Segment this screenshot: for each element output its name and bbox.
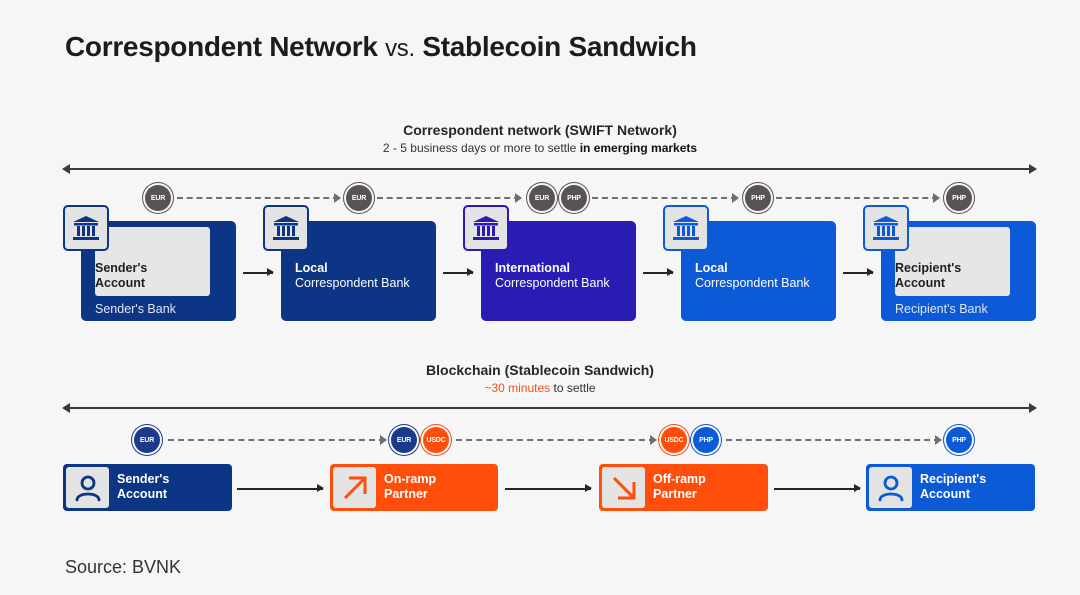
swift-timeline-arrow	[62, 164, 1037, 174]
node-label-line2: Account	[117, 487, 167, 501]
account-label-line2: Account	[95, 276, 145, 290]
node-label-line2: Partner	[384, 487, 428, 501]
node-label-line1: On-ramp	[384, 472, 437, 486]
swift-subtitle-bold: in emerging markets	[579, 141, 698, 155]
node-label-line2: Account	[920, 487, 970, 501]
swift-flow-dash-1	[177, 193, 341, 203]
currency-badge-php: PHP	[693, 427, 719, 453]
flow-arrow	[843, 269, 874, 275]
bank-label-text: Correspondent Bank	[295, 276, 410, 290]
flow-arrow	[443, 269, 474, 275]
account-panel: Sender's Account	[95, 227, 210, 296]
currency-badge-eur: EUR	[134, 427, 160, 453]
bank-icon	[863, 205, 909, 251]
swift-flow-dash-3	[592, 193, 739, 203]
blockchain-subtitle: ~30 minutes to settle	[0, 381, 1080, 395]
currency-badge-php: PHP	[561, 185, 587, 211]
swift-section-header: Correspondent network (SWIFT Network) 2 …	[0, 122, 1080, 155]
title-part1: Correspondent Network	[65, 31, 378, 62]
source-note: Source: BVNK	[65, 557, 182, 577]
flow-arrow	[237, 485, 324, 491]
currency-badge-php: PHP	[946, 427, 972, 453]
node-label-line1: Sender's	[117, 472, 170, 486]
page-title: Correspondent Network vs. Stablecoin San…	[65, 31, 697, 63]
swift-flow-dash-2	[377, 193, 522, 203]
flow-arrow	[774, 485, 861, 491]
user-icon	[66, 467, 109, 508]
blockchain-title: Blockchain (Stablecoin Sandwich)	[426, 362, 654, 378]
currency-badge-eur: EUR	[529, 185, 555, 211]
account-label: Recipient's Account	[895, 261, 961, 291]
currency-badge-usdc: USDC	[423, 427, 449, 453]
blockchain-flow-dash-3	[726, 435, 942, 445]
currency-badge-php: PHP	[946, 185, 972, 211]
bank-label-bold: International	[495, 261, 571, 275]
bank-icon	[463, 205, 509, 251]
currency-badge-php: PHP	[745, 185, 771, 211]
currency-badge-eur: EUR	[391, 427, 417, 453]
node-label-line2: Partner	[653, 487, 697, 501]
bank-icon	[663, 205, 709, 251]
bank-label-text: Correspondent Bank	[695, 276, 810, 290]
currency-badge-eur: EUR	[145, 185, 171, 211]
account-label-line1: Sender's	[95, 261, 148, 275]
bank-label-text: Correspondent Bank	[495, 276, 610, 290]
arrow-down-right-icon	[602, 467, 645, 508]
blockchain-flow-dash-1	[168, 435, 387, 445]
account-label: Sender's Account	[95, 261, 147, 291]
node-label-line1: Off-ramp	[653, 472, 706, 486]
flow-arrow	[243, 269, 274, 275]
blockchain-section-header: Blockchain (Stablecoin Sandwich) ~30 min…	[0, 362, 1080, 395]
blockchain-timeline-arrow	[62, 403, 1037, 413]
bank-card-recipients-bank: Recipient's Account Recipient's Bank	[863, 205, 1036, 321]
currency-badge-usdc: USDC	[661, 427, 687, 453]
blockchain-subtitle-highlight: ~30 minutes	[484, 381, 551, 395]
bank-footer-label: Recipient's Bank	[895, 302, 988, 316]
arrow-up-right-icon	[333, 467, 376, 508]
swift-flow-dash-4	[776, 193, 940, 203]
account-panel: Recipient's Account	[895, 227, 1010, 296]
currency-badge-eur: EUR	[346, 185, 372, 211]
blockchain-subtitle-rest: to settle	[553, 381, 596, 395]
bank-label-bold: Local	[295, 261, 328, 275]
account-label-line1: Recipient's	[895, 261, 962, 275]
bank-footer-label: Sender's Bank	[95, 302, 176, 316]
title-vs: vs.	[385, 35, 415, 62]
flow-arrow	[643, 269, 674, 275]
bank-icon	[263, 205, 309, 251]
bank-card-senders-bank: Sender's Account Sender's Bank	[63, 205, 236, 321]
blockchain-flow-dash-2	[456, 435, 657, 445]
bank-label-bold: Local	[695, 261, 728, 275]
node-label-line1: Recipient's	[920, 472, 987, 486]
bank-icon	[63, 205, 109, 251]
title-part2: Stablecoin Sandwich	[422, 31, 697, 62]
swift-title: Correspondent network (SWIFT Network)	[403, 122, 677, 138]
swift-subtitle: 2 - 5 business days or more to settle in…	[0, 141, 1080, 155]
flow-arrow	[505, 485, 592, 491]
swift-subtitle-plain: 2 - 5 business days or more to settle	[382, 141, 577, 155]
user-icon	[869, 467, 912, 508]
account-label-line2: Account	[895, 276, 945, 290]
